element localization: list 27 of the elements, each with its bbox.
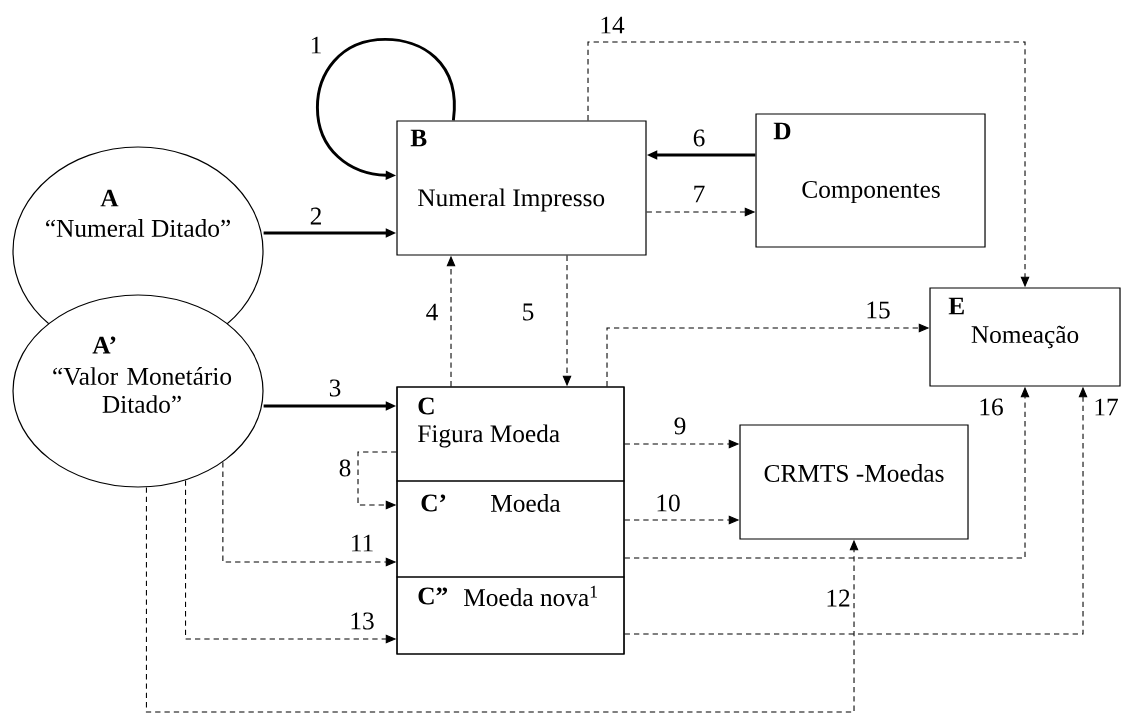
edge-label: 7 — [694, 185, 705, 203]
edge-label: 4 — [426, 303, 438, 321]
edge-label: 15 — [867, 301, 890, 319]
edge-label: 16 — [980, 398, 1003, 416]
edge-label: 11 — [352, 534, 373, 552]
arrow — [145, 486, 859, 713]
edge-label: 3 — [329, 379, 341, 397]
process-box: E Nomeação — [929, 287, 1121, 387]
edge-label: 14 — [601, 16, 625, 34]
edge-label: 8 — [339, 459, 351, 477]
edge-label: 2 — [310, 207, 321, 225]
box-section: C’ Moeda — [396, 480, 625, 578]
arrow — [357, 451, 397, 510]
edge-label: 12 — [827, 589, 850, 607]
edge-label: 9 — [674, 417, 686, 435]
edge-label: 1 — [311, 36, 321, 54]
process-box: D Componentes — [755, 113, 986, 248]
edge-label: 5 — [523, 303, 534, 321]
process-box: B Numeral Impresso — [396, 120, 647, 256]
arrow — [315, 37, 456, 180]
edge-label: 17 — [1095, 398, 1118, 416]
edge-label: 10 — [657, 494, 680, 512]
edge-label: 13 — [351, 612, 374, 630]
box-section: C” Moeda nova$^{1}$ — [396, 576, 625, 655]
edge-label: 6 — [693, 129, 705, 147]
process-box: CRMTS -Moedas — [739, 424, 969, 540]
box-section: C Figura Moeda — [396, 386, 625, 482]
